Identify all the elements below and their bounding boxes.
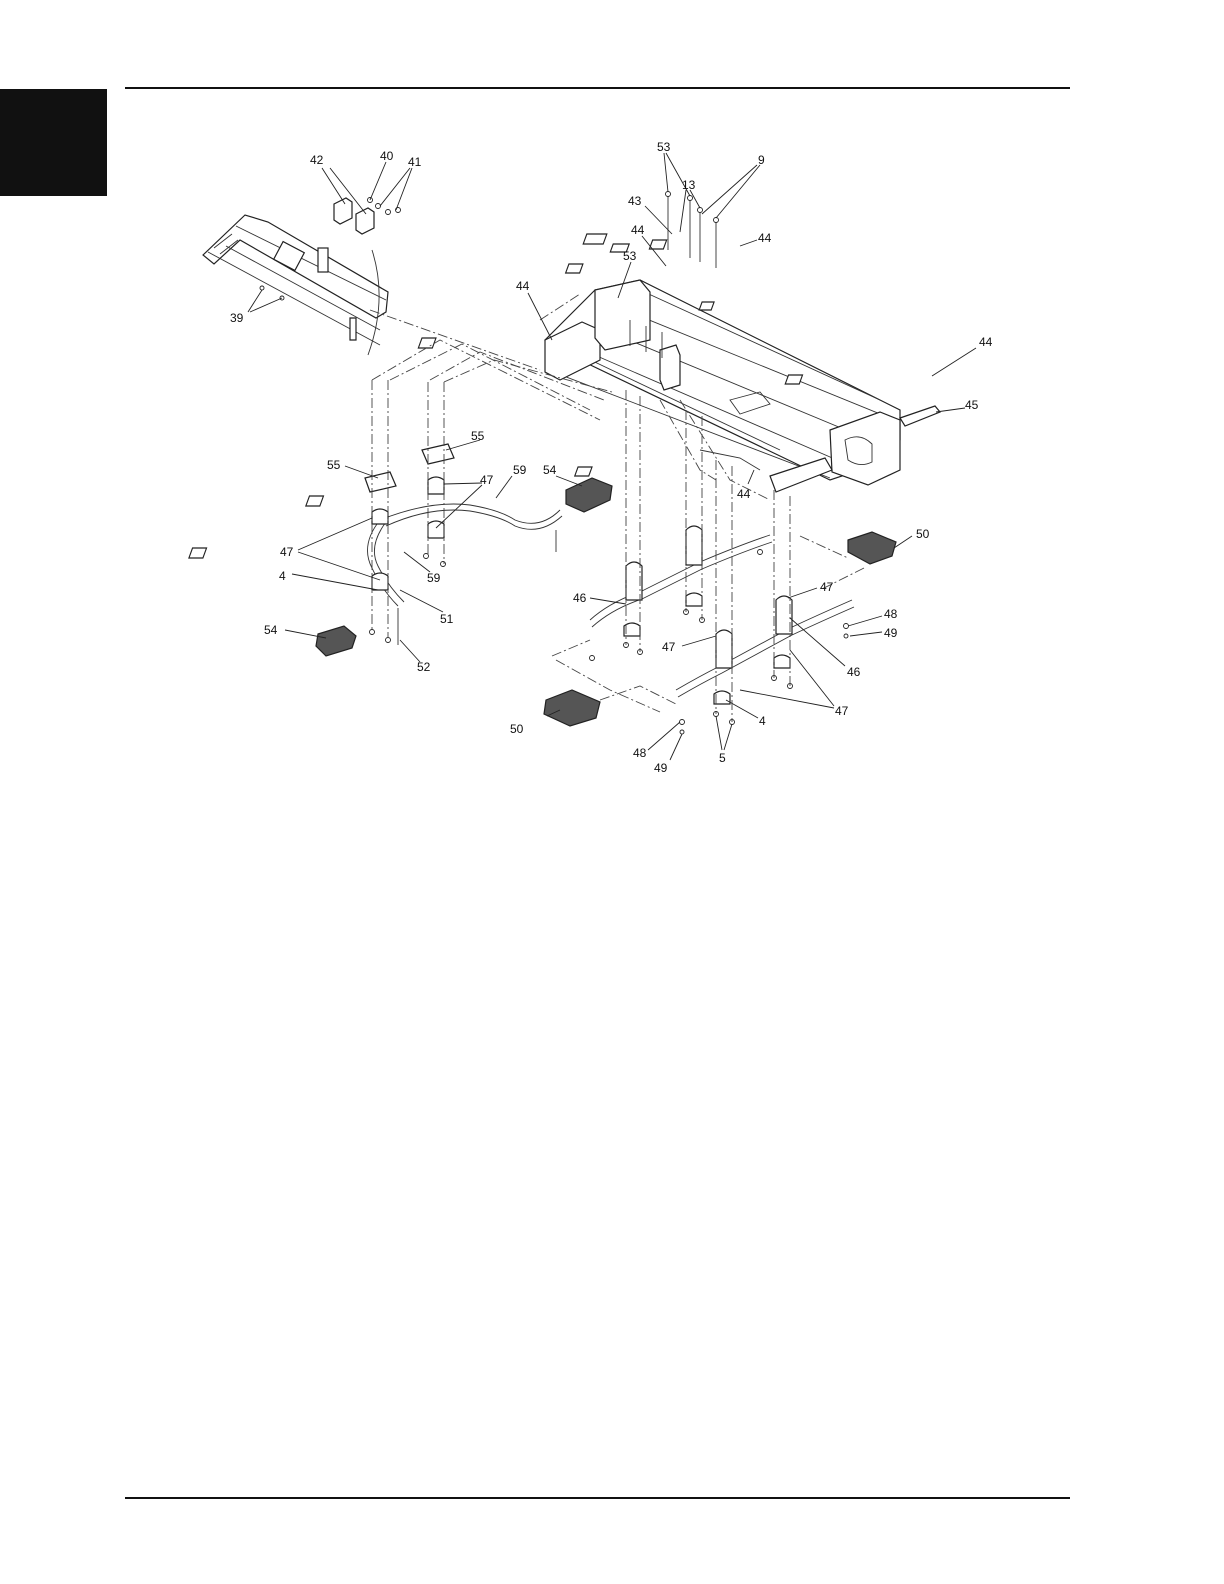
callout-46: 46 [573,591,587,605]
callout-43: 43 [628,194,642,208]
callout-54: 54 [264,623,278,637]
callout-40: 40 [380,149,394,163]
callout-47: 47 [280,545,294,559]
right-footrest-assemblies [544,526,896,734]
callout-41: 41 [408,155,422,169]
callout-45: 45 [965,398,979,412]
callout-47: 47 [480,473,494,487]
callout-46: 46 [847,665,861,679]
callout-48: 48 [633,746,647,760]
callout-53: 53 [623,249,637,263]
callout-52: 52 [417,660,431,674]
callout-55: 55 [327,458,341,472]
callout-49: 49 [884,626,898,640]
callout-47: 47 [662,640,676,654]
callout-39: 39 [230,311,244,325]
callout-5: 5 [719,751,726,765]
callout-4: 4 [759,714,766,728]
callout-50: 50 [510,722,524,736]
callout-44: 44 [516,279,530,293]
callout-55: 55 [471,429,485,443]
callout-13: 13 [682,178,696,192]
callout-4: 4 [279,569,286,583]
callout-42: 42 [310,153,324,167]
callout-44: 44 [737,487,751,501]
callout-44: 44 [758,231,772,245]
detail-rail-view [203,198,401,356]
callout-53: 53 [657,140,671,154]
callout-59: 59 [513,463,527,477]
callout-44: 44 [979,335,993,349]
callout-9: 9 [758,153,765,167]
callout-59: 59 [427,571,441,585]
callout-49: 49 [654,761,668,775]
callout-54: 54 [543,463,557,477]
callout-50: 50 [916,527,930,541]
callout-47: 47 [820,580,834,594]
callout-47: 47 [835,704,849,718]
main-frame [418,192,940,493]
callout-48: 48 [884,607,898,621]
callout-51: 51 [440,612,454,626]
callout-44: 44 [631,223,645,237]
